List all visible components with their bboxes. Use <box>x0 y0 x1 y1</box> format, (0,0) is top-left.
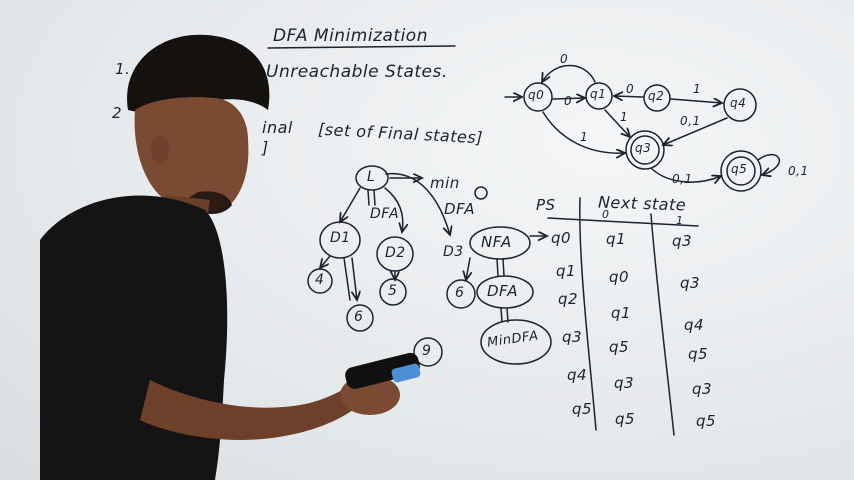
tree-n5: 5 <box>388 283 398 299</box>
tree-root: L <box>367 169 376 185</box>
title-underline <box>267 45 456 49</box>
edge-q5-self <box>757 153 781 175</box>
list-item-1: Unreachable States. <box>266 62 448 82</box>
table-cell-0: q5 <box>615 410 636 428</box>
tree-n9: 9 <box>422 343 432 359</box>
edge-label-q2-q1: 0 <box>626 82 635 96</box>
edge-D1-6b <box>352 257 357 300</box>
edge-DFA-min-2 <box>506 307 509 323</box>
state-q3-inner <box>630 135 660 165</box>
table-cell-1: q5 <box>688 345 709 363</box>
table-cell-0: q1 <box>606 230 627 248</box>
tree-n6b: 6 <box>354 309 364 325</box>
state-q3-label: q3 <box>635 141 652 155</box>
tree-nfa: NFA <box>481 233 512 251</box>
node-4-circle <box>307 268 333 294</box>
table-cell-1: q3 <box>680 274 701 292</box>
node-MinDFA-oval <box>480 319 552 365</box>
node-5-circle <box>379 278 407 306</box>
table-row-ps: q5 <box>572 400 593 418</box>
edge-q3-q5 <box>651 168 721 182</box>
edge-L-dfa-double1 <box>367 189 370 206</box>
node-L-circle <box>355 165 389 191</box>
tree-dfa-box: DFA <box>487 282 519 300</box>
table-row-ps: q3 <box>562 328 583 346</box>
state-q2-circle <box>643 84 671 112</box>
state-q2-label: q2 <box>648 89 665 103</box>
node-6a-circle <box>446 279 476 309</box>
edge-NFA-DFA-2 <box>502 258 505 277</box>
table-cell-0: q5 <box>609 338 630 356</box>
table-row-ps: q1 <box>556 262 577 280</box>
edge-label-q3-q5: 0,1 <box>672 172 693 186</box>
table-header-ps: PS <box>536 196 556 214</box>
list-number-1: 1. <box>115 60 131 78</box>
edge-label-q1-q3: 1 <box>620 110 629 124</box>
list-item-2-bracket: ] <box>262 138 269 157</box>
edge-label-q0-q3: 1 <box>580 130 589 144</box>
table-header-line <box>547 217 699 227</box>
edge-label-q0-q1: 0 <box>564 94 573 108</box>
tree-n4: 4 <box>315 272 325 288</box>
tree-dfa-mid: DFA <box>370 206 400 222</box>
list-item-2: inal <box>262 118 293 137</box>
state-q0-label: q0 <box>528 88 545 102</box>
table-col-input-1: 1 <box>676 214 684 227</box>
edge-q2-q4 <box>670 99 722 103</box>
edge-L-d3 <box>385 172 450 235</box>
tree-d2: D2 <box>385 245 406 261</box>
edge-label-q1-q0-top: 0 <box>560 52 569 66</box>
edge-L-d2 <box>384 187 403 232</box>
table-col-input-0: 0 <box>602 208 610 221</box>
node-9-circle <box>413 337 443 367</box>
tree-d3: D3 <box>443 244 464 260</box>
edge-DFA-min-1 <box>500 307 503 323</box>
title: DFA Minimization <box>273 26 428 46</box>
edge-L-dfa-double2 <box>373 189 376 206</box>
table-vline-left <box>579 197 597 431</box>
edge-q0-q3 <box>542 111 625 153</box>
table-cell-1: q5 <box>696 412 717 430</box>
edge-q0-q1 <box>552 98 585 99</box>
table-cell-1: q4 <box>684 316 705 334</box>
edge-q1-q0-top <box>542 64 596 83</box>
tree-dfa-label: DFA <box>444 200 476 218</box>
table-cell-1: q3 <box>692 380 713 398</box>
table-cell-1: q3 <box>672 232 693 250</box>
table-cell-0: q3 <box>614 374 635 392</box>
tree-n6a: 6 <box>455 285 465 301</box>
node-DFA-oval <box>476 275 534 309</box>
table-cell-0: q0 <box>609 268 630 286</box>
state-q5-label: q5 <box>731 162 748 176</box>
table-cell-0: q1 <box>611 304 632 322</box>
edge-D1-4 <box>320 255 331 268</box>
node-empty-circle <box>474 186 488 200</box>
edge-q4-q3 <box>663 117 728 145</box>
edge-label-q2-q4: 1 <box>693 82 702 96</box>
table-row-ps: q2 <box>558 290 579 308</box>
edge-label-q4-q3: 0,1 <box>680 114 701 128</box>
node-D1-circle <box>319 221 361 259</box>
edge-label-q5-self: 0,1 <box>788 164 809 178</box>
edge-q1-q3 <box>604 109 630 137</box>
tree-min-label: min <box>430 174 460 192</box>
node-6b-circle <box>346 304 374 332</box>
edge-NFA-DFA-1 <box>496 258 499 277</box>
edge-q2-q1 <box>614 96 644 97</box>
table-header-next: Next state <box>597 192 687 215</box>
state-q1-label: q1 <box>590 87 607 101</box>
node-NFA-oval <box>469 226 531 260</box>
table-row-ps: q0 <box>551 229 572 247</box>
edge-D1-6a <box>343 257 351 301</box>
list-number-2: 2 <box>112 104 123 122</box>
table-row-ps: q4 <box>567 366 588 384</box>
state-q4-label: q4 <box>730 96 747 110</box>
table-vline-right <box>650 213 675 436</box>
tree-d1: D1 <box>330 230 351 246</box>
edge-D3-6 <box>466 257 470 280</box>
edge-L-d1 <box>340 187 361 222</box>
state-q5-inner <box>726 156 756 186</box>
